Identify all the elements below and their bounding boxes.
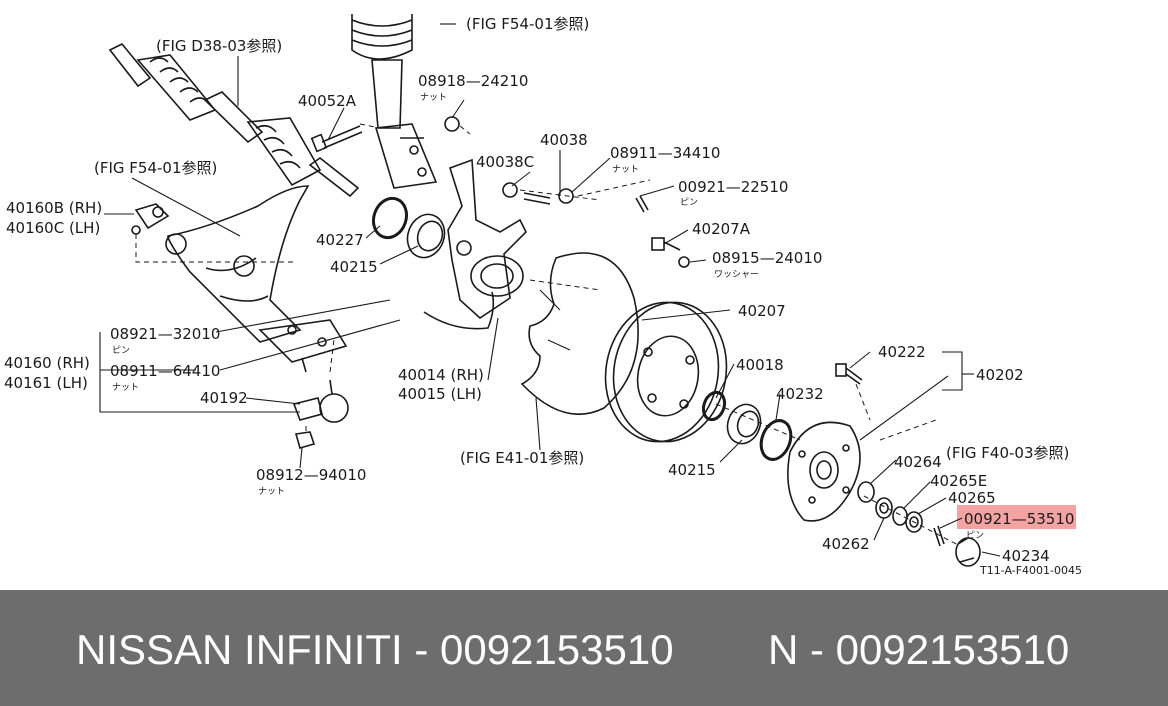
footer-bar: NISSAN INFINITI - 0092153510 N - 0092153… xyxy=(0,590,1168,706)
part-label-40192: 40192 xyxy=(200,389,248,407)
part-label-08915-24010: 08915—24010 xyxy=(712,249,822,267)
pin-00921-22510-drawing xyxy=(635,195,649,213)
part-label-40014: 40014 (RH) xyxy=(398,366,484,384)
part-label-40038: 40038 xyxy=(540,131,588,149)
part-label-40215-a: 40215 xyxy=(330,258,378,276)
part-label-40160c: 40160C (LH) xyxy=(6,219,100,237)
bolt-40038-drawing xyxy=(502,182,574,205)
bolt-40052a-drawing xyxy=(310,125,363,153)
control-arm-drawing xyxy=(165,185,348,373)
part-label-40232: 40232 xyxy=(776,385,824,403)
washer-40264-drawing xyxy=(857,481,875,503)
diagram-drawing: (FIG D38-03参照) (FIG F54-01参照) (FIG F54-0… xyxy=(4,14,1082,577)
part-label-08912-94010: 08912—94010 xyxy=(256,466,366,484)
knuckle-drawing xyxy=(423,158,527,330)
part-label-40215-b: 40215 xyxy=(668,461,716,479)
part-label-00921-22510: 00921—22510 xyxy=(678,178,788,196)
ref-fig-e41: (FIG E41-01参照) xyxy=(460,449,584,467)
part-label-08918-24210: 08918—24210 xyxy=(418,72,528,90)
footer-part-number-short: N - 0092153510 xyxy=(768,626,1070,673)
pin-00921-53510-drawing xyxy=(933,525,945,547)
part-label-40160b: 40160B (RH) xyxy=(6,199,102,217)
note-washer: ワッシャー xyxy=(714,270,759,280)
part-label-40222: 40222 xyxy=(878,343,926,361)
ref-fig-f40: (FIG F40-03参照) xyxy=(946,444,1069,462)
part-label-40018: 40018 xyxy=(736,356,784,374)
drive-shaft-drawing xyxy=(108,42,360,198)
note-pin-1: ピン xyxy=(680,197,698,208)
part-label-40207: 40207 xyxy=(738,302,786,320)
bracket-40160-drawing xyxy=(131,203,170,235)
note-nut-1: ナット xyxy=(420,92,447,103)
nut-40262-drawing xyxy=(875,497,893,519)
seal-40232-drawing xyxy=(759,419,793,461)
selected-part-highlight xyxy=(957,505,1076,529)
part-label-40052a: 40052A xyxy=(298,92,357,110)
note-pin-3: ピン xyxy=(966,530,984,541)
part-label-40160: 40160 (RH) xyxy=(4,354,90,372)
ref-fig-f54-left: (FIG F54-01参照) xyxy=(94,159,217,177)
cap-40265e-drawing xyxy=(892,506,908,526)
part-label-40262: 40262 xyxy=(822,535,870,553)
part-label-40234: 40234 xyxy=(1002,547,1050,565)
part-label-40202: 40202 xyxy=(976,366,1024,384)
note-nut-3: ナット xyxy=(112,382,139,393)
footer-part-number-title: NISSAN INFINITI - 0092153510 xyxy=(76,626,674,673)
cap-40234-drawing xyxy=(955,537,981,567)
note-nut-2: ナット xyxy=(612,164,639,175)
nut-40265-drawing xyxy=(905,511,923,533)
parts-diagram: (FIG D38-03参照) (FIG F54-01参照) (FIG F54-0… xyxy=(4,14,1082,577)
part-label-08911-64410: 08911—64410 xyxy=(110,362,220,380)
part-label-00921-53510: 00921—53510 xyxy=(964,510,1074,528)
bolt-40222-drawing xyxy=(835,363,863,385)
ball-joint-40192-drawing xyxy=(292,379,349,423)
leader-lines xyxy=(99,23,1001,557)
nut-08912-drawing xyxy=(294,431,316,449)
bolt-40207a-drawing xyxy=(651,237,690,268)
part-label-08921-32010: 08921—32010 xyxy=(110,325,220,343)
hub-40202-drawing xyxy=(787,421,861,522)
seal-40227-drawing xyxy=(371,196,409,240)
assembly-dashed-lines xyxy=(135,123,961,547)
drawing-code: T11-A-F4001-0045 xyxy=(979,564,1082,577)
part-label-40265: 40265 xyxy=(948,489,996,507)
part-label-40161: 40161 (LH) xyxy=(4,374,88,392)
part-label-40038c: 40038C xyxy=(476,153,534,171)
note-nut-4: ナット xyxy=(258,486,285,497)
nut-08918-drawing xyxy=(444,116,460,132)
ref-fig-f54-top: (FIG F54-01参照) xyxy=(466,15,589,33)
part-label-08911-34410: 08911—34410 xyxy=(610,144,720,162)
ref-fig-d38: (FIG D38-03参照) xyxy=(156,37,282,55)
bearing-40215-a-drawing xyxy=(406,213,446,259)
part-label-40227: 40227 xyxy=(316,231,364,249)
part-label-40265e: 40265E xyxy=(930,472,987,490)
part-label-40015: 40015 (LH) xyxy=(398,385,482,403)
dust-cover-drawing xyxy=(520,252,639,416)
strut-drawing xyxy=(351,14,438,189)
part-label-40264: 40264 xyxy=(894,453,942,471)
part-label-40207a: 40207A xyxy=(692,220,751,238)
note-pin-2: ピン xyxy=(112,345,130,356)
bearing-40215-b-drawing xyxy=(726,403,762,445)
